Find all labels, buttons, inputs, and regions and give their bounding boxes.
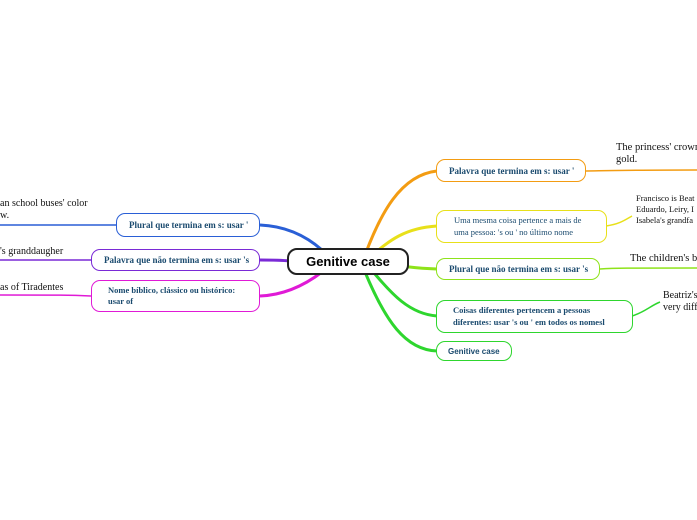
leaf-left-1-line-2: w. bbox=[0, 209, 10, 221]
leaf-right-3-line-1: The children's b bbox=[630, 253, 697, 264]
branch-left-1-label: Plural que termina em s: usar ' bbox=[129, 220, 249, 230]
leaf-left-2: 's granddaugher bbox=[0, 246, 63, 258]
branch-left-2[interactable]: Palavra que não termina em s: usar 's bbox=[91, 249, 260, 271]
leaf-left-1-line-1: an school buses' color bbox=[0, 198, 88, 209]
connector-green-2 bbox=[363, 271, 438, 353]
leaf-left-3: as of Tiradentes bbox=[0, 282, 63, 294]
connector-magenta-leaf bbox=[0, 294, 92, 297]
leaf-right-2-line-1: Francisco is Beat bbox=[636, 193, 695, 203]
connector-yellow-leaf bbox=[605, 215, 633, 227]
branch-left-2-label: Palavra que não termina em s: usar 's bbox=[104, 255, 250, 265]
branch-left-3[interactable]: Nome bíblico, clássico ou histórico: usa… bbox=[91, 280, 260, 312]
branch-left-1[interactable]: Plural que termina em s: usar ' bbox=[116, 213, 260, 237]
connector-blue bbox=[259, 223, 323, 252]
branch-left-3-line-2: usar of bbox=[108, 296, 134, 306]
connector-orange-leaf bbox=[585, 169, 697, 172]
branch-right-1[interactable]: Palavra que termina em s: usar ' bbox=[436, 159, 586, 182]
leaf-left-1: an school buses' color w. bbox=[0, 198, 88, 221]
branch-right-4-line-1: Coisas diferentes pertencem a pessoas bbox=[453, 305, 591, 316]
branch-right-3[interactable]: Plural que não termina em s: usar 's bbox=[436, 258, 600, 280]
leaf-left-2-line-1: 's granddaugher bbox=[0, 246, 64, 257]
leaf-right-3: The children's b bbox=[630, 253, 697, 265]
branch-right-2-line-2: uma pessoa: 's ou ' no último nome bbox=[454, 226, 573, 237]
leaf-right-2-line-3: Isabela's grandfa bbox=[636, 215, 693, 226]
connector-green bbox=[368, 267, 438, 318]
branch-left-3-line-1: Nome bíblico, clássico ou histórico: bbox=[108, 284, 236, 295]
leaf-right-4-line-2: very diffe bbox=[663, 301, 697, 313]
branch-right-1-label: Palavra que termina em s: usar ' bbox=[449, 165, 575, 176]
connector-lime-leaf bbox=[599, 267, 697, 270]
branch-right-2-line-1: Uma mesma coisa pertence a mais de bbox=[454, 215, 582, 226]
branch-right-2[interactable]: Uma mesma coisa pertence a mais de uma p… bbox=[436, 210, 607, 243]
leaf-right-1: The princess' crown gold. bbox=[616, 142, 697, 166]
leaf-right-2: Francisco is Beat Eduardo, Leiry, I Isab… bbox=[636, 193, 695, 226]
branch-right-4-line-2: diferentes: usar 's ou ' em todos os nom… bbox=[453, 316, 605, 327]
connector-orange bbox=[363, 169, 438, 256]
leaf-right-4: Beatriz's very diffe bbox=[663, 290, 697, 313]
branch-right-5[interactable]: Genitive case bbox=[436, 341, 512, 361]
central-topic[interactable]: Genitive case bbox=[287, 248, 409, 275]
branch-right-4[interactable]: Coisas diferentes pertencem a pessoas di… bbox=[436, 300, 633, 333]
branch-right-3-label: Plural que não termina em s: usar 's bbox=[449, 264, 589, 274]
leaf-right-4-line-1: Beatriz's bbox=[663, 290, 697, 301]
central-topic-label: Genitive case bbox=[306, 254, 390, 269]
connector-purple bbox=[259, 258, 291, 263]
leaf-left-3-line-1: as of Tiradentes bbox=[0, 282, 64, 293]
leaf-right-2-line-2: Eduardo, Leiry, I bbox=[636, 204, 694, 215]
leaf-right-1-line-1: The princess' crown bbox=[616, 142, 697, 153]
leaf-right-1-line-2: gold. bbox=[616, 154, 638, 166]
connector-green-leaf bbox=[631, 301, 661, 317]
connector-magenta bbox=[259, 270, 323, 298]
branch-right-5-label: Genitive case bbox=[448, 346, 500, 356]
